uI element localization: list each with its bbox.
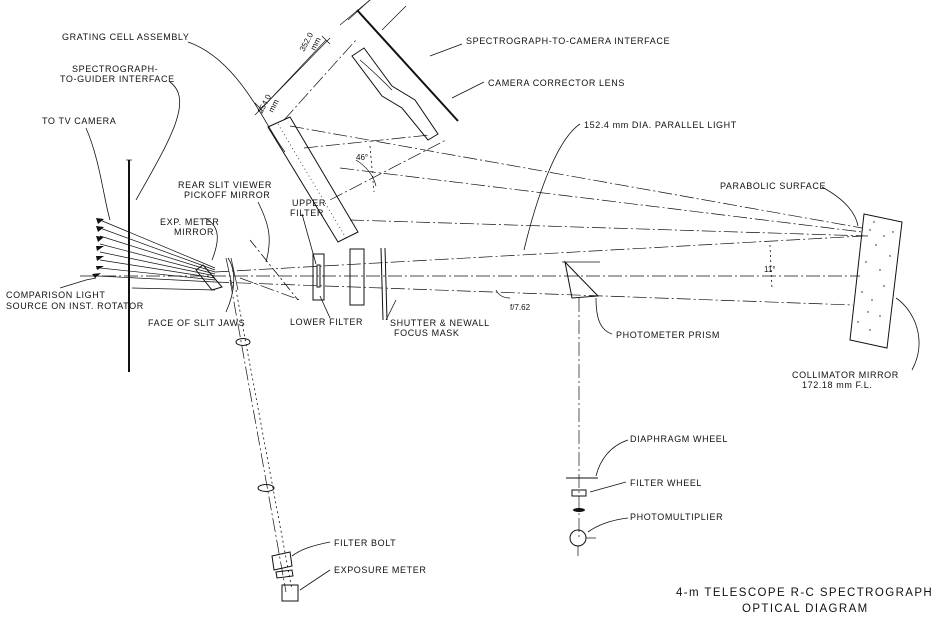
label-spec-camera: SPECTROGRAPH-TO-CAMERA INTERFACE [466, 36, 670, 46]
camera-corrector-lens [351, 47, 439, 141]
label-rear-slit-2: PICKOFF MIRROR [184, 190, 270, 200]
label-spec-guider-1: SPECTROGRAPH- [72, 64, 158, 74]
photometer-branch [566, 298, 598, 556]
leader-lines [59, 41, 920, 591]
label-grating-cell: GRATING CELL ASSEMBLY [62, 32, 189, 42]
label-exp-meter-2: MIRROR [174, 227, 214, 237]
label-camera-lens: CAMERA CORRECTOR LENS [488, 78, 625, 88]
tv-camera-rays [92, 218, 216, 291]
label-parabolic: PARABOLIC SURFACE [720, 181, 826, 191]
collimator-mirror [849, 213, 903, 349]
label-comparison-2: SOURCE ON INST. ROTATOR [6, 301, 144, 311]
optical-axis [80, 235, 864, 306]
angle-markers [355, 145, 773, 299]
label-photomultiplier: PHOTOMULTIPLIER [630, 512, 723, 522]
label-lower-filter: LOWER FILTER [290, 317, 363, 327]
label-spec-guider-2: TO-GUIDER INTERFACE [60, 74, 175, 84]
diagram-title-line1: 4-m TELESCOPE R-C SPECTROGRAPH [676, 587, 932, 599]
label-diaphragm: DIAPHRAGM WHEEL [630, 434, 728, 444]
diagram-title-line2: OPTICAL DIAGRAM [742, 603, 869, 615]
dim-254: 254.0 mm [256, 93, 281, 115]
filter-assembly [312, 247, 388, 321]
label-collimator-1: COLLIMATOR MIRROR [792, 370, 899, 380]
camera-interface-plate [254, 0, 459, 122]
label-exp-meter-1: EXP. METER [160, 217, 219, 227]
pickoff-mirror [249, 239, 299, 301]
label-photometer-prism: PHOTOMETER PRISM [616, 330, 720, 340]
focal-ratio: f/7.62 [510, 303, 531, 312]
label-comparison-1: COMPARISON LIGHT [6, 290, 105, 300]
angle-46: 46° [356, 153, 368, 162]
label-upper-filter-1: UPPER [292, 198, 326, 208]
photometer-prism [562, 260, 600, 299]
grating-cell [267, 116, 359, 243]
label-parallel-light: 152.4 mm DIA. PARALLEL LIGHT [584, 120, 737, 130]
label-shutter-1: SHUTTER & NEWALL [390, 318, 490, 328]
label-filter-bolt: FILTER BOLT [334, 538, 396, 548]
exp-meter-mirror [195, 257, 239, 291]
exposure-meter-branch [229, 279, 299, 602]
camera-beam [283, 39, 869, 237]
label-collimator-2: 172.18 mm F.L. [802, 380, 872, 390]
dim-352: 352.0 mm [298, 31, 323, 53]
label-filter-wheel: FILTER WHEEL [630, 478, 702, 488]
dimension-lines [254, 0, 371, 112]
angle-11: 11° [764, 265, 776, 274]
label-exposure-meter: EXPOSURE METER [334, 565, 426, 575]
label-face-slit: FACE OF SLIT JAWS [148, 318, 245, 328]
label-upper-filter-2: FILTER [290, 208, 324, 218]
guider-interface-plate [126, 159, 132, 372]
label-shutter-2: FOCUS MASK [394, 328, 460, 338]
label-tv-camera: TO TV CAMERA [42, 116, 116, 126]
label-rear-slit-1: REAR SLIT VIEWER [178, 180, 272, 190]
